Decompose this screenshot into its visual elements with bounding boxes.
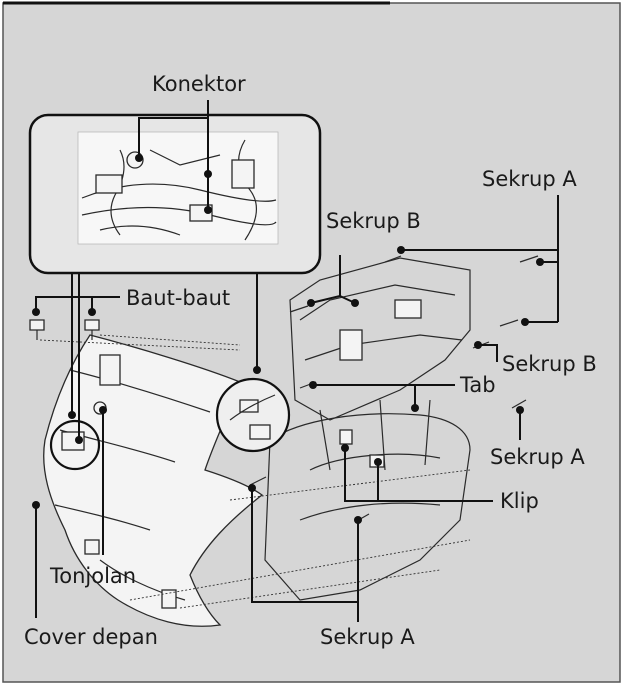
connector-inset — [28, 113, 322, 275]
label-sekrup-b-right: Sekrup B — [502, 352, 597, 376]
label-sekrup-a-bottom: Sekrup A — [320, 625, 415, 649]
label-sekrup-a-right: Sekrup A — [490, 445, 585, 469]
label-sekrup-b-top: Sekrup B — [326, 209, 421, 233]
leader-lines — [35, 100, 559, 622]
label-cover-depan: Cover depan — [24, 625, 158, 649]
label-tonjolan: Tonjolan — [49, 564, 136, 588]
callout-labels: Konektor Sekrup A Sekrup B Baut-baut Sek… — [24, 72, 597, 649]
label-klip: Klip — [500, 489, 539, 513]
label-baut-baut: Baut-baut — [126, 286, 230, 310]
label-sekrup-a-top: Sekrup A — [482, 167, 577, 191]
callout-dots — [32, 154, 544, 524]
frame-assembly-drawing — [29, 255, 539, 609]
label-konektor: Konektor — [152, 72, 246, 96]
label-tab: Tab — [459, 373, 496, 397]
